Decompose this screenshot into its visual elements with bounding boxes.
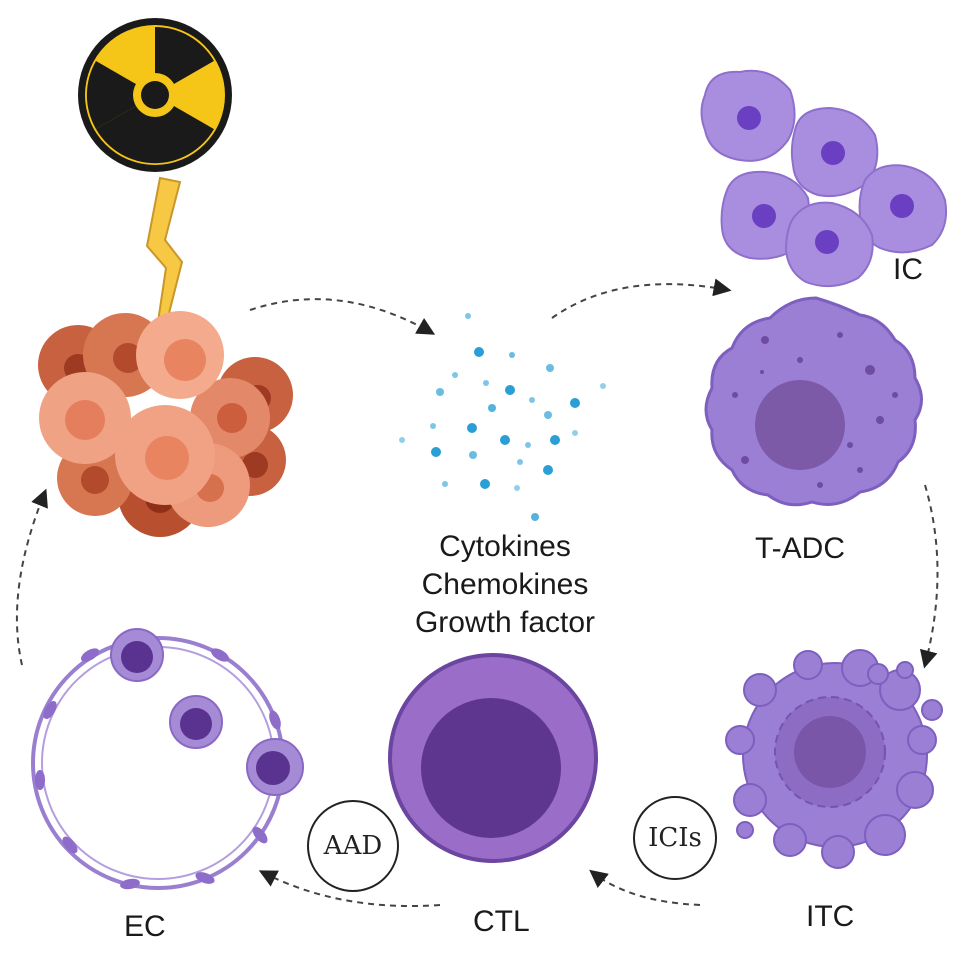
tadc-cell [704, 296, 923, 507]
chemokines-text: Chemokines [421, 568, 589, 601]
ec-vessel [31, 628, 304, 890]
tumor-cell-cluster [38, 311, 293, 537]
itc-cell [725, 649, 943, 869]
arrow-ec-to-tumor [15, 488, 48, 666]
lightning-bolt-icon [145, 176, 184, 327]
growth-factor-text: Growth factor [414, 606, 596, 639]
arrow-itc-to-ctl [589, 869, 701, 906]
cytokine-particles [399, 313, 606, 521]
radiation-hazard-icon [78, 18, 232, 172]
cytokines-text: Cytokines [439, 530, 571, 563]
ic-cell-group [700, 69, 948, 288]
arrow-tumor-to-cytokines [249, 298, 436, 335]
arrow-ctl-to-ec [258, 870, 441, 908]
arrow-tadc-to-itc [919, 484, 939, 669]
itc-label: ITC [806, 900, 855, 933]
flow-arrows [15, 278, 939, 908]
tadc-label: T-ADC [755, 532, 845, 565]
signal-molecules-label: Cytokines Chemokines Growth factor [380, 528, 630, 642]
ec-label: EC [124, 910, 166, 943]
ic-label: IC [893, 253, 923, 286]
aad-badge: AAD [307, 800, 399, 892]
ctl-cell [388, 653, 598, 863]
ctl-label: CTL [473, 905, 530, 938]
icis-badge: ICIs [633, 796, 717, 880]
arrow-cytokines-to-ic [551, 278, 732, 319]
